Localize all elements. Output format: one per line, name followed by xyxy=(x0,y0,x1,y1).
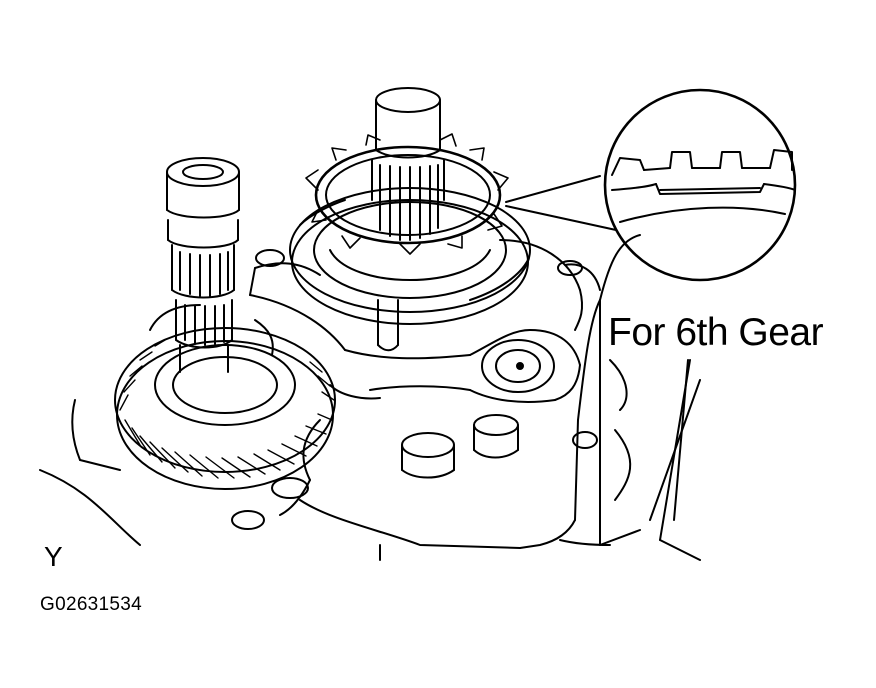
bearing-retainer-plate xyxy=(250,240,582,515)
callout-label: For 6th Gear xyxy=(608,311,824,354)
input-shaft-assembly xyxy=(290,88,530,350)
output-shaft-assembly xyxy=(115,158,335,489)
ring-tooth-detail xyxy=(612,150,795,222)
housing-bolts xyxy=(232,250,597,529)
gear-teeth xyxy=(120,340,334,478)
view-letter: Y xyxy=(44,541,63,572)
figure-code: G02631534 xyxy=(40,594,143,615)
detail-magnifier xyxy=(506,90,795,520)
ring-teeth xyxy=(306,134,508,254)
